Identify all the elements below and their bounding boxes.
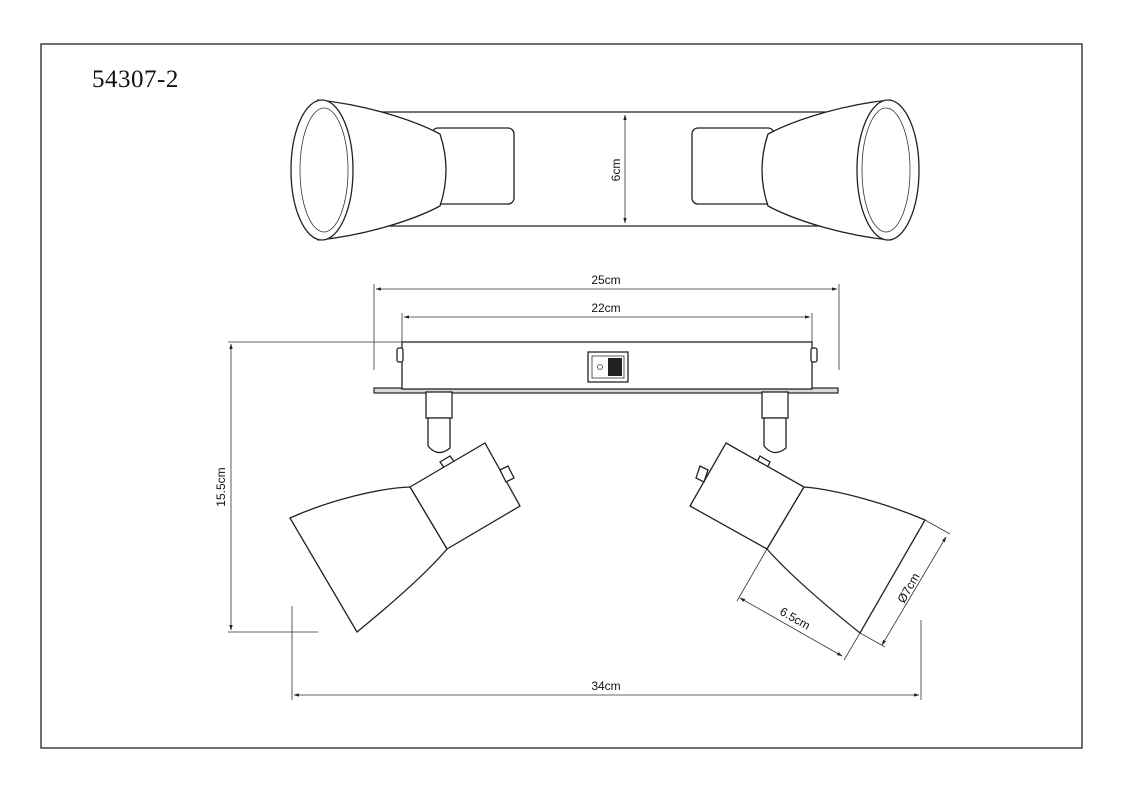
right-shade-opening <box>856 99 920 241</box>
dimension-label-base-length: 25cm <box>591 273 620 287</box>
dimension-label-total-width: 34cm <box>591 679 620 693</box>
left-arm <box>427 417 451 454</box>
model-number: 54307-2 <box>92 66 179 93</box>
right-spot-top-view <box>691 99 920 241</box>
dimension-label-shade-diameter: Ø7cm <box>894 571 922 606</box>
dimension-shade-length: 6.5cm <box>739 597 843 657</box>
left-shade-top <box>317 99 447 241</box>
left-spot-front-view <box>289 391 521 633</box>
right-arm <box>763 417 787 454</box>
dimension-label-bar-length: 22cm <box>591 301 620 315</box>
front-view: 25cm 22cm 15.5cm 34cm 6.5cm <box>214 273 951 700</box>
dimension-total-height: 15.5cm <box>214 343 233 631</box>
left-spot-top-view <box>290 99 515 241</box>
dimension-bar-length: 22cm <box>403 301 811 319</box>
left-shade-opening <box>290 99 354 241</box>
dimension-top-height: 6cm <box>609 114 627 224</box>
dimension-total-width: 34cm <box>293 679 920 697</box>
top-view: 6cm <box>290 99 920 241</box>
dimension-label-total-height: 15.5cm <box>214 467 228 506</box>
drawing-frame <box>40 43 1083 749</box>
right-shade-top <box>761 99 891 241</box>
rocker-switch <box>587 351 629 383</box>
dimension-base-length: 25cm <box>375 273 838 291</box>
left-shade-front <box>289 486 448 633</box>
dimension-label-top-height: 6cm <box>609 159 623 182</box>
right-spot-front-view <box>689 391 926 634</box>
dimension-label-shade-length: 6.5cm <box>777 604 812 632</box>
